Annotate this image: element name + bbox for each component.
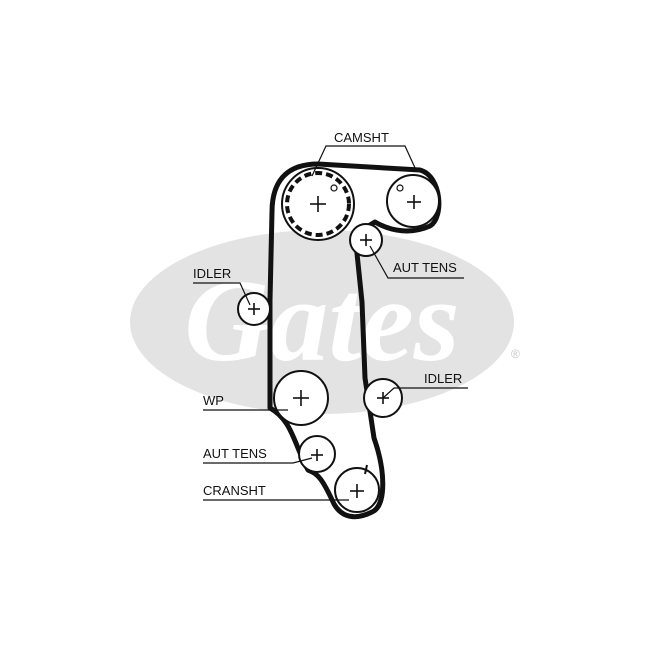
left-idler-label: IDLER <box>193 266 231 281</box>
top-tensioner-leader <box>369 245 464 279</box>
right-idler-leader <box>382 387 468 399</box>
camshaft-timing-mark <box>330 184 338 192</box>
crankshaft-timing-mark <box>364 464 368 475</box>
top-tensioner-pulley <box>349 223 383 257</box>
bottom-tensioner-leader <box>203 457 313 464</box>
crankshaft-label: CRANSHT <box>203 483 266 498</box>
second-camshaft-timing-mark <box>396 184 404 192</box>
logo-registered-mark: ® <box>511 347 520 361</box>
left-idler-leader <box>193 282 251 306</box>
camshaft-leader <box>311 145 417 177</box>
right-idler-label: IDLER <box>424 371 462 386</box>
logo-wordmark: Gates <box>184 255 459 386</box>
leader-lines <box>193 145 468 501</box>
camshaft-label: CAMSHT <box>334 130 389 145</box>
camshaft-sprocket-teeth <box>285 171 351 237</box>
crankshaft-pulley <box>334 464 380 513</box>
top-tensioner-label: AUT TENS <box>393 260 457 275</box>
logo-ellipse <box>130 230 514 414</box>
water-pump-label: WP <box>203 393 224 408</box>
camshaft-pulley <box>281 167 355 241</box>
second-camshaft-pulley <box>386 174 440 228</box>
left-idler-pulley <box>237 292 271 326</box>
bottom-tensioner-pulley <box>298 435 336 473</box>
bottom-tensioner-label: AUT TENS <box>203 446 267 461</box>
water-pump-pulley <box>273 370 329 426</box>
gates-logo: Gates ® <box>130 230 520 414</box>
